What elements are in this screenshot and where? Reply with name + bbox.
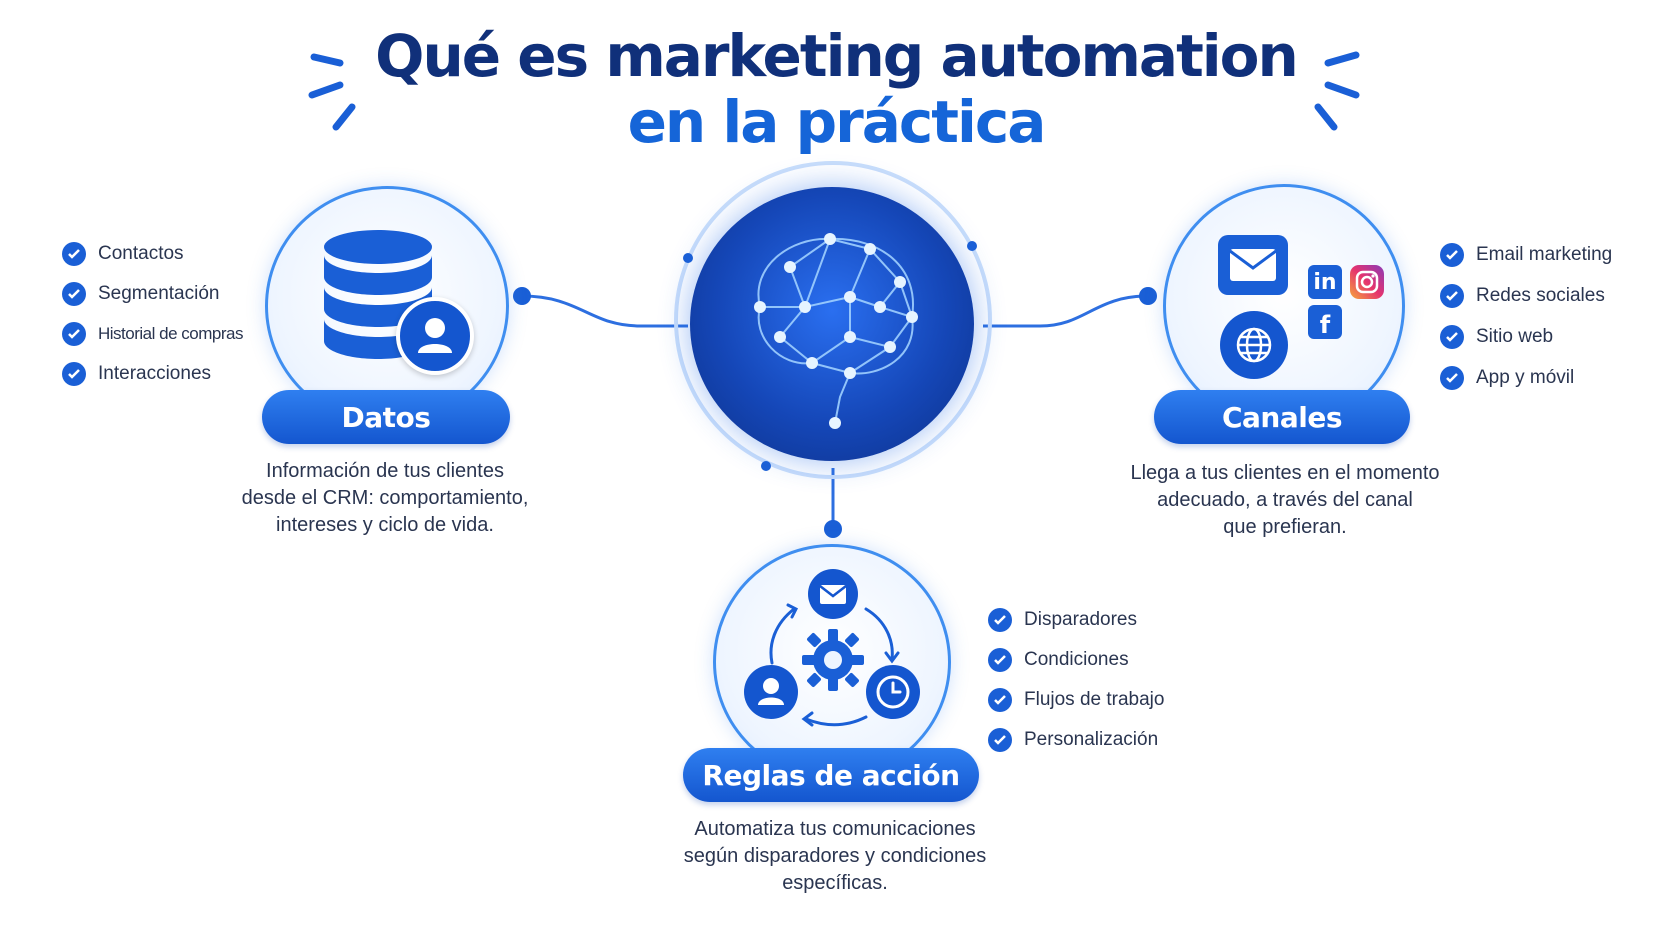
reglas-node: [713, 544, 951, 780]
check-icon: [1440, 365, 1464, 390]
right-sparkle-icon: [1314, 51, 1360, 131]
center-brain-node: [690, 187, 974, 461]
clock-icon: [866, 665, 920, 719]
user-icon: [744, 665, 798, 719]
list-item: Interacciones: [62, 354, 243, 394]
left-sparkle-icon: [308, 53, 356, 131]
title-line-1: Qué es marketing automation: [375, 22, 1299, 90]
user-icon: [396, 297, 474, 375]
check-icon: [988, 648, 1012, 672]
database-icon: [324, 230, 432, 359]
list-item: Disparadores: [988, 600, 1164, 640]
email-icon: [808, 569, 858, 619]
check-icon: [988, 688, 1012, 712]
list-item: Personalización: [988, 720, 1164, 760]
check-icon: [1440, 242, 1464, 267]
brain-network-icon: [754, 233, 918, 429]
check-icon: [988, 608, 1012, 632]
list-item: Email marketing: [1440, 234, 1612, 275]
datos-list: Contactos Segmentación Historial de comp…: [62, 234, 243, 394]
list-item: Redes sociales: [1440, 275, 1612, 316]
check-icon: [62, 362, 86, 386]
check-icon: [62, 322, 86, 346]
canales-list: Email marketing Redes sociales Sitio web…: [1440, 234, 1612, 398]
datos-label: Datos: [262, 390, 510, 444]
cycle-arrows-icon: [769, 603, 900, 727]
list-item: Flujos de trabajo: [988, 680, 1164, 720]
canales-description: Llega a tus clientes en el momento adecu…: [1130, 462, 1440, 538]
title-line-2: en la práctica: [627, 88, 1047, 156]
canales-label: Canales: [1154, 390, 1410, 444]
datos-node: [265, 186, 509, 426]
check-icon: [1440, 283, 1464, 308]
list-item: Sitio web: [1440, 316, 1612, 357]
check-icon: [62, 282, 86, 306]
facebook-icon: f: [1308, 305, 1342, 339]
reglas-label: Reglas de acción: [683, 748, 979, 802]
reglas-list: Disparadores Condiciones Flujos de traba…: [988, 600, 1164, 760]
datos-description: Información de tus clientes desde el CRM…: [241, 460, 529, 536]
instagram-icon: [1350, 265, 1384, 299]
reglas-description: Automatiza tus comunicaciones según disp…: [683, 818, 987, 894]
list-item: Condiciones: [988, 640, 1164, 680]
check-icon: [1440, 324, 1464, 349]
linkedin-icon: in: [1308, 265, 1342, 299]
check-icon: [62, 242, 86, 266]
list-item: App y móvil: [1440, 357, 1612, 398]
check-icon: [988, 728, 1012, 752]
list-item: Segmentación: [62, 274, 243, 314]
gear-icon: [802, 629, 864, 691]
list-item: Historial de compras: [62, 314, 243, 354]
email-icon: [1218, 235, 1288, 295]
globe-icon: [1220, 311, 1288, 379]
list-item: Contactos: [62, 234, 243, 274]
